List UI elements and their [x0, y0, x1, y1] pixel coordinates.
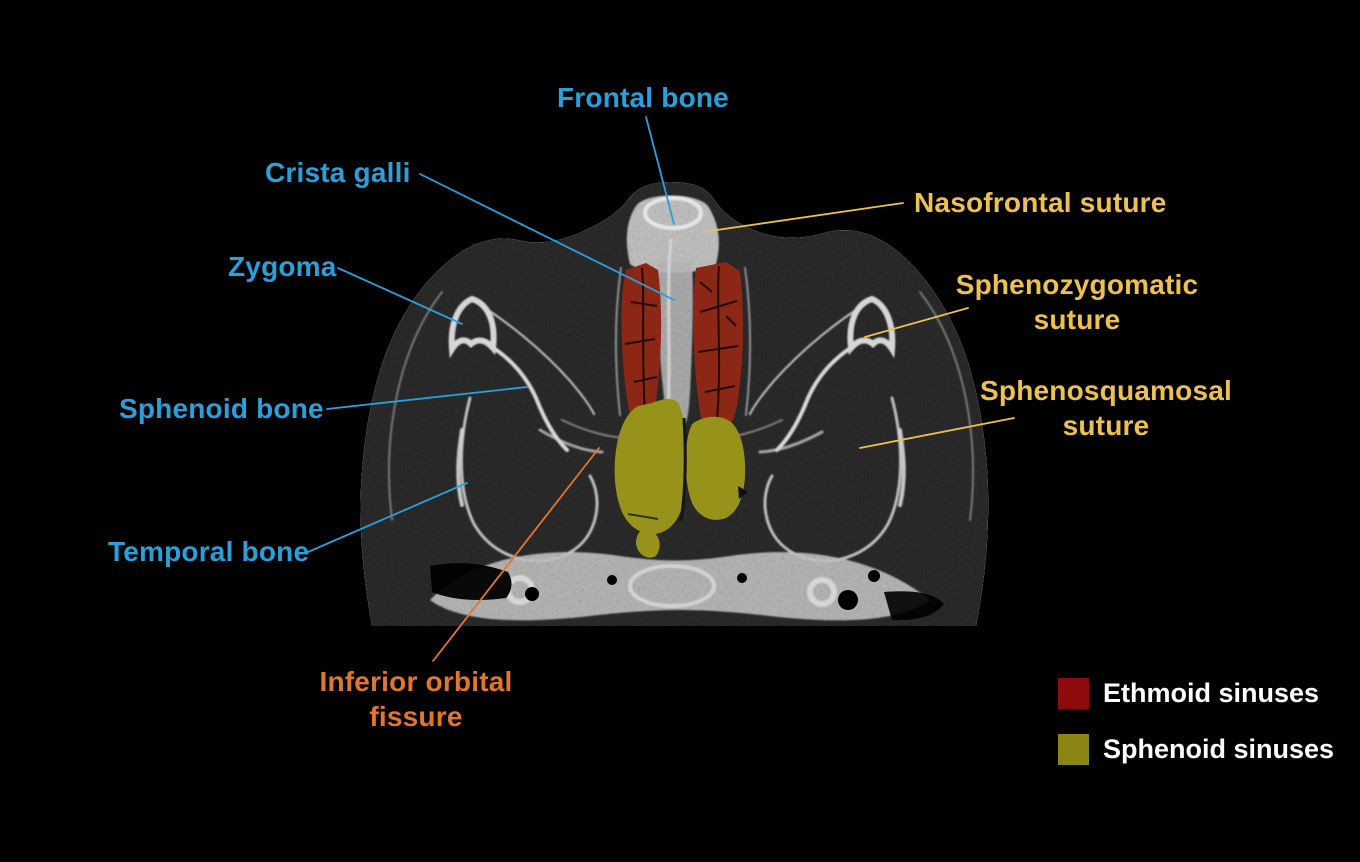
- legend: Ethmoid sinuses Sphenoid sinuses: [1058, 678, 1334, 790]
- legend-swatch-sphenoid-sinuses: [1058, 734, 1089, 765]
- leader-frontal-bone: [645, 116, 675, 225]
- label-sphenoid-bone: Sphenoid bone: [119, 393, 324, 424]
- label-sphenosquamosal-suture: Sphenosquamosal suture: [980, 375, 1232, 441]
- label-nasofrontal-suture: Nasofrontal suture: [914, 187, 1167, 218]
- air-spaces: [430, 563, 944, 621]
- leader-inferior-orbital-fissure: [432, 447, 600, 662]
- leader-zygoma: [337, 267, 463, 325]
- leader-crista-galli: [419, 173, 675, 301]
- leader-sphenosquamosal-suture: [859, 417, 1015, 449]
- legend-label-sphenoid-sinuses: Sphenoid sinuses: [1103, 734, 1335, 764]
- sphenoid-overlay: [614, 399, 748, 558]
- label-temporal-bone: Temporal bone: [108, 536, 310, 567]
- label-inferior-orbital-fissure: Inferior orbital fissure: [319, 666, 513, 732]
- leader-sphenoid-bone: [326, 386, 528, 410]
- legend-swatch-ethmoid-sinuses: [1058, 678, 1089, 709]
- legend-row-sphenoid: Sphenoid sinuses: [1058, 734, 1334, 765]
- legend-row-ethmoid: Ethmoid sinuses: [1058, 678, 1334, 709]
- ethmoid-overlay: [621, 262, 743, 423]
- label-frontal-bone: Frontal bone: [557, 82, 729, 113]
- label-zygoma: Zygoma: [228, 251, 337, 282]
- leader-nasofrontal-suture: [702, 202, 904, 233]
- label-sphenozygomatic-suture: Sphenozygomatic suture: [955, 269, 1199, 335]
- label-crista-galli: Crista galli: [265, 157, 411, 188]
- leader-temporal-bone: [307, 482, 468, 553]
- leader-sphenozygomatic-suture: [864, 307, 969, 338]
- legend-label-ethmoid-sinuses: Ethmoid sinuses: [1103, 678, 1320, 708]
- skull-bones: [388, 195, 974, 621]
